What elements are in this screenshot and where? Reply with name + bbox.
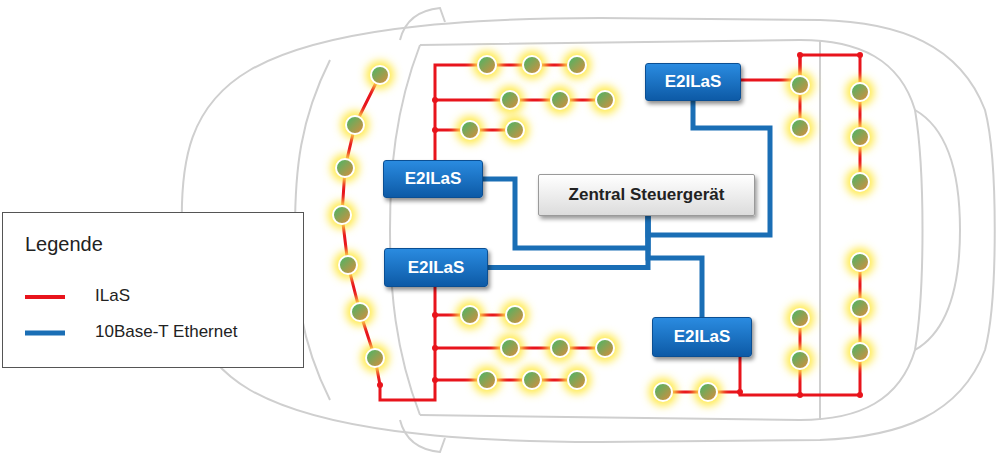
led-glow <box>786 304 814 332</box>
led-glow <box>563 51 591 79</box>
led-glow <box>846 123 874 151</box>
led-glow <box>846 248 874 276</box>
led <box>351 303 369 321</box>
led-glow <box>346 298 374 326</box>
led <box>791 309 809 327</box>
led-glow <box>518 51 546 79</box>
led <box>699 383 717 401</box>
led-glow <box>846 338 874 366</box>
led <box>791 351 809 369</box>
legend-title: Legende <box>25 233 103 256</box>
led-glow <box>328 201 356 229</box>
led <box>596 91 614 109</box>
led-glow <box>591 86 619 114</box>
led <box>336 159 354 177</box>
control-unit-box: Zentral Steuergerät <box>538 174 755 216</box>
led-glow <box>496 86 524 114</box>
box-label: E2ILaS <box>674 327 731 347</box>
led <box>851 253 869 271</box>
led <box>501 91 519 109</box>
led <box>478 56 496 74</box>
led <box>478 371 496 389</box>
led <box>791 119 809 137</box>
led <box>339 256 357 274</box>
ethernet-line <box>648 216 702 317</box>
led <box>568 371 586 389</box>
led-glow <box>591 334 619 362</box>
legend-label: ILaS <box>95 286 130 306</box>
led-glow <box>649 378 677 406</box>
led <box>851 83 869 101</box>
led <box>551 339 569 357</box>
led <box>346 116 364 134</box>
led <box>596 339 614 357</box>
led <box>851 343 869 361</box>
led <box>333 206 351 224</box>
led <box>461 121 479 139</box>
led <box>851 128 869 146</box>
legend-label: 10Base-T Ethernet <box>95 322 237 342</box>
led-glow <box>334 251 362 279</box>
led <box>568 56 586 74</box>
led <box>366 349 384 367</box>
e2ilas-box: E2ILaS <box>652 317 752 357</box>
led-glow <box>546 334 574 362</box>
led-glow <box>473 51 501 79</box>
legend-box: LegendeILaS 10Base-T Ethernet <box>2 212 304 368</box>
led-glow <box>546 86 574 114</box>
e2ilas-box: E2ILaS <box>383 160 483 198</box>
led-glow <box>501 301 529 329</box>
e2ilas-box: E2ILaS <box>384 248 488 287</box>
led <box>506 121 524 139</box>
led <box>551 91 569 109</box>
led <box>523 56 541 74</box>
led <box>851 299 869 317</box>
led-glow <box>694 378 722 406</box>
led-glow <box>456 301 484 329</box>
led <box>506 306 524 324</box>
led <box>654 383 672 401</box>
led-glow <box>786 114 814 142</box>
led-glow <box>331 154 359 182</box>
led-glow <box>501 116 529 144</box>
led-glow <box>456 116 484 144</box>
box-label: E2ILaS <box>665 72 722 92</box>
led-glow <box>341 111 369 139</box>
led <box>791 76 809 94</box>
led-glow <box>361 344 389 372</box>
led <box>371 66 389 84</box>
led-glow <box>846 168 874 196</box>
led <box>523 371 541 389</box>
led-glow <box>473 366 501 394</box>
ethernet-line <box>488 216 648 268</box>
led-glow <box>846 78 874 106</box>
led-glow <box>366 61 394 89</box>
box-label: E2ILaS <box>405 169 462 189</box>
led-glow <box>786 346 814 374</box>
led-glow <box>518 366 546 394</box>
led-glow <box>563 366 591 394</box>
led <box>461 306 479 324</box>
led-glow <box>846 294 874 322</box>
box-label: E2ILaS <box>408 258 465 278</box>
led-glow <box>786 71 814 99</box>
led-glow <box>496 334 524 362</box>
box-label: Zentral Steuergerät <box>569 185 725 205</box>
led <box>501 339 519 357</box>
e2ilas-box: E2ILaS <box>645 63 741 101</box>
led <box>851 173 869 191</box>
